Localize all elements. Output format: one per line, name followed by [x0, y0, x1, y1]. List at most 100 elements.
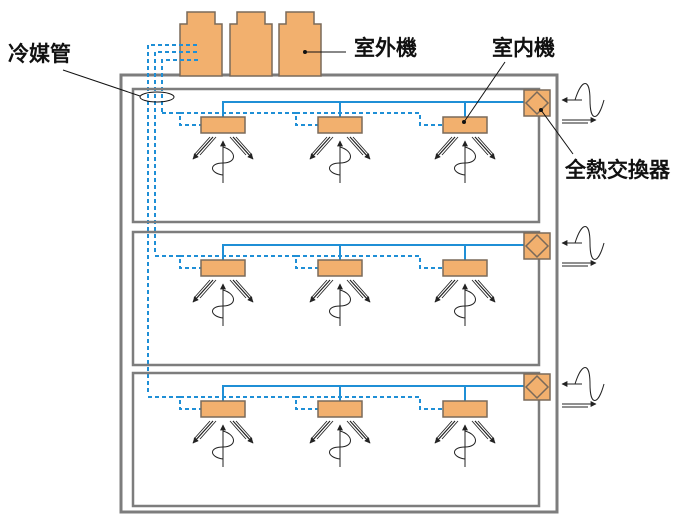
airflow-line — [235, 136, 253, 156]
heat-exchanger-label: 全熱交換器 — [565, 158, 670, 182]
refrigerant-pipe-label: 冷媒管 — [8, 42, 71, 66]
airflow-arrow — [434, 136, 456, 160]
airflow-line — [352, 279, 370, 299]
indoor-unit — [442, 116, 488, 134]
refrigerant-branch — [162, 112, 201, 126]
outside-air-wave — [574, 226, 605, 260]
airflow-arrow — [309, 420, 331, 444]
floor-outline — [131, 371, 541, 508]
airflow-line — [310, 420, 328, 440]
heat-exchanger-core — [524, 233, 550, 259]
floor-2 — [131, 226, 605, 367]
airflow-arrow — [192, 420, 214, 444]
airflow-arrow — [474, 136, 496, 160]
refrigerant-branch — [148, 396, 201, 410]
airflow-line — [193, 279, 211, 299]
airflow-arrow — [309, 136, 331, 160]
airflow-arrow — [434, 279, 456, 303]
refrigerant-riser-2 — [154, 51, 200, 252]
airflow-arrow — [192, 136, 214, 160]
leader-dot — [303, 50, 307, 54]
airflow-line — [235, 420, 253, 440]
refrigerant-riser-1 — [147, 44, 200, 392]
swirl — [212, 430, 234, 460]
indoor-unit-leader — [463, 61, 506, 123]
indoor-unit — [200, 400, 246, 418]
airflow-line — [346, 279, 364, 299]
airflow-arrow — [349, 279, 371, 303]
airflow-arrow — [349, 136, 371, 160]
airflow-line — [441, 136, 459, 156]
floor-1 — [131, 83, 605, 224]
floor-3 — [131, 367, 605, 508]
swirl — [329, 289, 351, 319]
refrigerant-branch — [296, 255, 443, 269]
airflow-line — [193, 136, 211, 156]
refrigerant-pipe-callout — [139, 91, 175, 103]
airflow-line — [310, 136, 328, 156]
airflow-arrow — [434, 420, 456, 444]
airflow-line — [316, 279, 334, 299]
airflow-line — [235, 279, 253, 299]
swirl — [454, 430, 476, 460]
airflow-line — [229, 136, 247, 156]
airflow-arrow — [232, 136, 254, 160]
heat-exchanger-leader — [540, 109, 574, 155]
indoor-unit — [442, 259, 488, 277]
heat-exchanger — [523, 232, 551, 260]
airflow-line — [316, 136, 334, 156]
airflow-line — [346, 136, 364, 156]
heat-exchanger — [523, 89, 551, 117]
indoor-unit — [442, 400, 488, 418]
swirl — [454, 146, 476, 176]
airflow-line — [193, 420, 211, 440]
outdoor-unit-3 — [278, 11, 322, 77]
refrigerant-branch — [155, 255, 201, 269]
airflow-line — [199, 420, 217, 440]
airflow-line — [441, 420, 459, 440]
airflow-line — [199, 279, 217, 299]
airflow-line — [229, 420, 247, 440]
indoor-unit — [317, 116, 363, 134]
airflow-arrow — [192, 279, 214, 303]
airflow-line — [316, 420, 334, 440]
outdoor-unit-label: 室外機 — [354, 36, 417, 60]
airflow-arrow — [474, 279, 496, 303]
swirl — [329, 146, 351, 176]
airflow-line — [352, 420, 370, 440]
refrigerant-branch — [180, 396, 318, 410]
outdoor-unit-2 — [229, 11, 273, 77]
indoor-unit — [200, 116, 246, 134]
airflow-line — [310, 279, 328, 299]
refrigerant-branch — [296, 112, 443, 126]
airflow-arrow — [474, 420, 496, 444]
refrigerant-riser-3 — [161, 59, 200, 112]
indoor-unit — [317, 400, 363, 418]
floor-outline — [131, 87, 541, 224]
indoor-unit-label: 室内機 — [492, 36, 555, 60]
swirl — [329, 430, 351, 460]
airflow-line — [352, 136, 370, 156]
airflow-line — [435, 420, 453, 440]
airflow-line — [229, 279, 247, 299]
refrigerant-branch — [180, 112, 318, 126]
airflow-arrow — [232, 420, 254, 444]
outside-air-wave — [574, 83, 605, 117]
airflow-line — [477, 420, 495, 440]
indoor-unit — [200, 259, 246, 277]
airflow-line — [477, 136, 495, 156]
airflow-line — [346, 420, 364, 440]
heat-exchanger-core — [524, 90, 550, 116]
airflow-arrow — [309, 279, 331, 303]
building-outline — [119, 73, 559, 514]
outside-air-wave — [574, 367, 605, 401]
indoor-unit — [317, 259, 363, 277]
heat-exchanger-core — [524, 374, 550, 400]
leader-dot — [539, 108, 543, 112]
airflow-arrow — [232, 279, 254, 303]
airflow-line — [471, 136, 489, 156]
refrigerant-branch — [180, 255, 318, 269]
airflow-line — [435, 279, 453, 299]
leader-dot — [462, 120, 466, 124]
